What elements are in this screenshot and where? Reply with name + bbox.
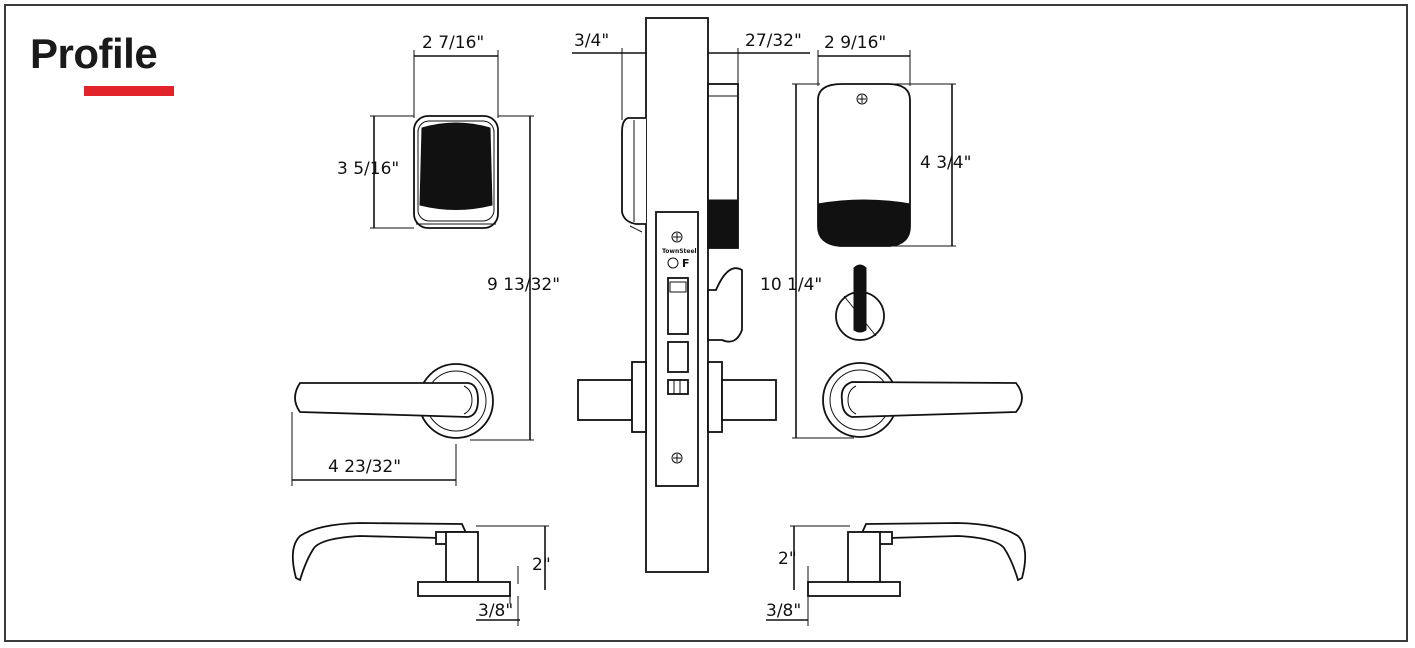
- faceplate-brand: TownSteel: [662, 248, 697, 255]
- reader-height-label: 3 5/16": [337, 159, 399, 179]
- right-lever-front: [822, 362, 1023, 438]
- right-lever-side: [807, 522, 1027, 597]
- door-edge-label: 3/4": [574, 31, 609, 51]
- lever-length-label: 4 23/32": [328, 457, 401, 477]
- escutcheon-side-profile: [707, 83, 739, 249]
- reader-width-label: 2 7/16": [422, 33, 484, 53]
- right-rose-dimension: 3/8": [766, 596, 809, 626]
- lever-stubs: [577, 361, 777, 433]
- right-rose-label: 3/8": [766, 601, 801, 621]
- reader-width-dimension: 2 7/16": [413, 33, 499, 118]
- faceplate-fire-mark: F: [682, 257, 690, 270]
- right-projection-dimension: 2": [778, 525, 850, 590]
- faceplate: TownSteel F: [655, 211, 699, 487]
- left-projection-label: 2": [532, 555, 551, 575]
- backset-label: 27/32": [745, 31, 802, 51]
- escutcheon-height-dimension: 4 3/4": [890, 83, 971, 247]
- left-projection-dimension: 2": [476, 525, 551, 590]
- reader-to-lever-label: 9 13/32": [487, 275, 560, 295]
- reader-side-profile: [621, 117, 646, 233]
- cylinder-side-profile: [707, 267, 743, 343]
- right-projection-label: 2": [778, 549, 797, 569]
- escutcheon-width-label: 2 9/16": [824, 33, 886, 53]
- drawing-frame: [4, 4, 1408, 642]
- key-to-lever-label: 10 1/4": [760, 275, 822, 295]
- card-reader-front: [413, 115, 499, 229]
- left-lever-front: [294, 363, 494, 439]
- lever-length-dimension: 4 23/32": [291, 412, 457, 486]
- title-underline: [84, 86, 174, 96]
- left-rose-dimension: 3/8": [476, 596, 520, 626]
- backset-dimension: 27/32": [708, 31, 810, 86]
- escutcheon-back: [817, 83, 911, 247]
- reader-to-lever-dimension: 9 13/32": [470, 115, 560, 441]
- reader-height-dimension: 3 5/16": [337, 115, 414, 229]
- escutcheon-width-dimension: 2 9/16": [817, 33, 911, 86]
- key-cylinder: [835, 264, 885, 341]
- door-edge-dimension: 3/4": [572, 31, 646, 120]
- page-title: Profile: [30, 30, 158, 77]
- left-rose-label: 3/8": [478, 601, 513, 621]
- escutcheon-height-label: 4 3/4": [920, 153, 971, 173]
- left-lever-side: [291, 522, 519, 597]
- key-to-lever-dimension: 10 1/4": [760, 83, 854, 439]
